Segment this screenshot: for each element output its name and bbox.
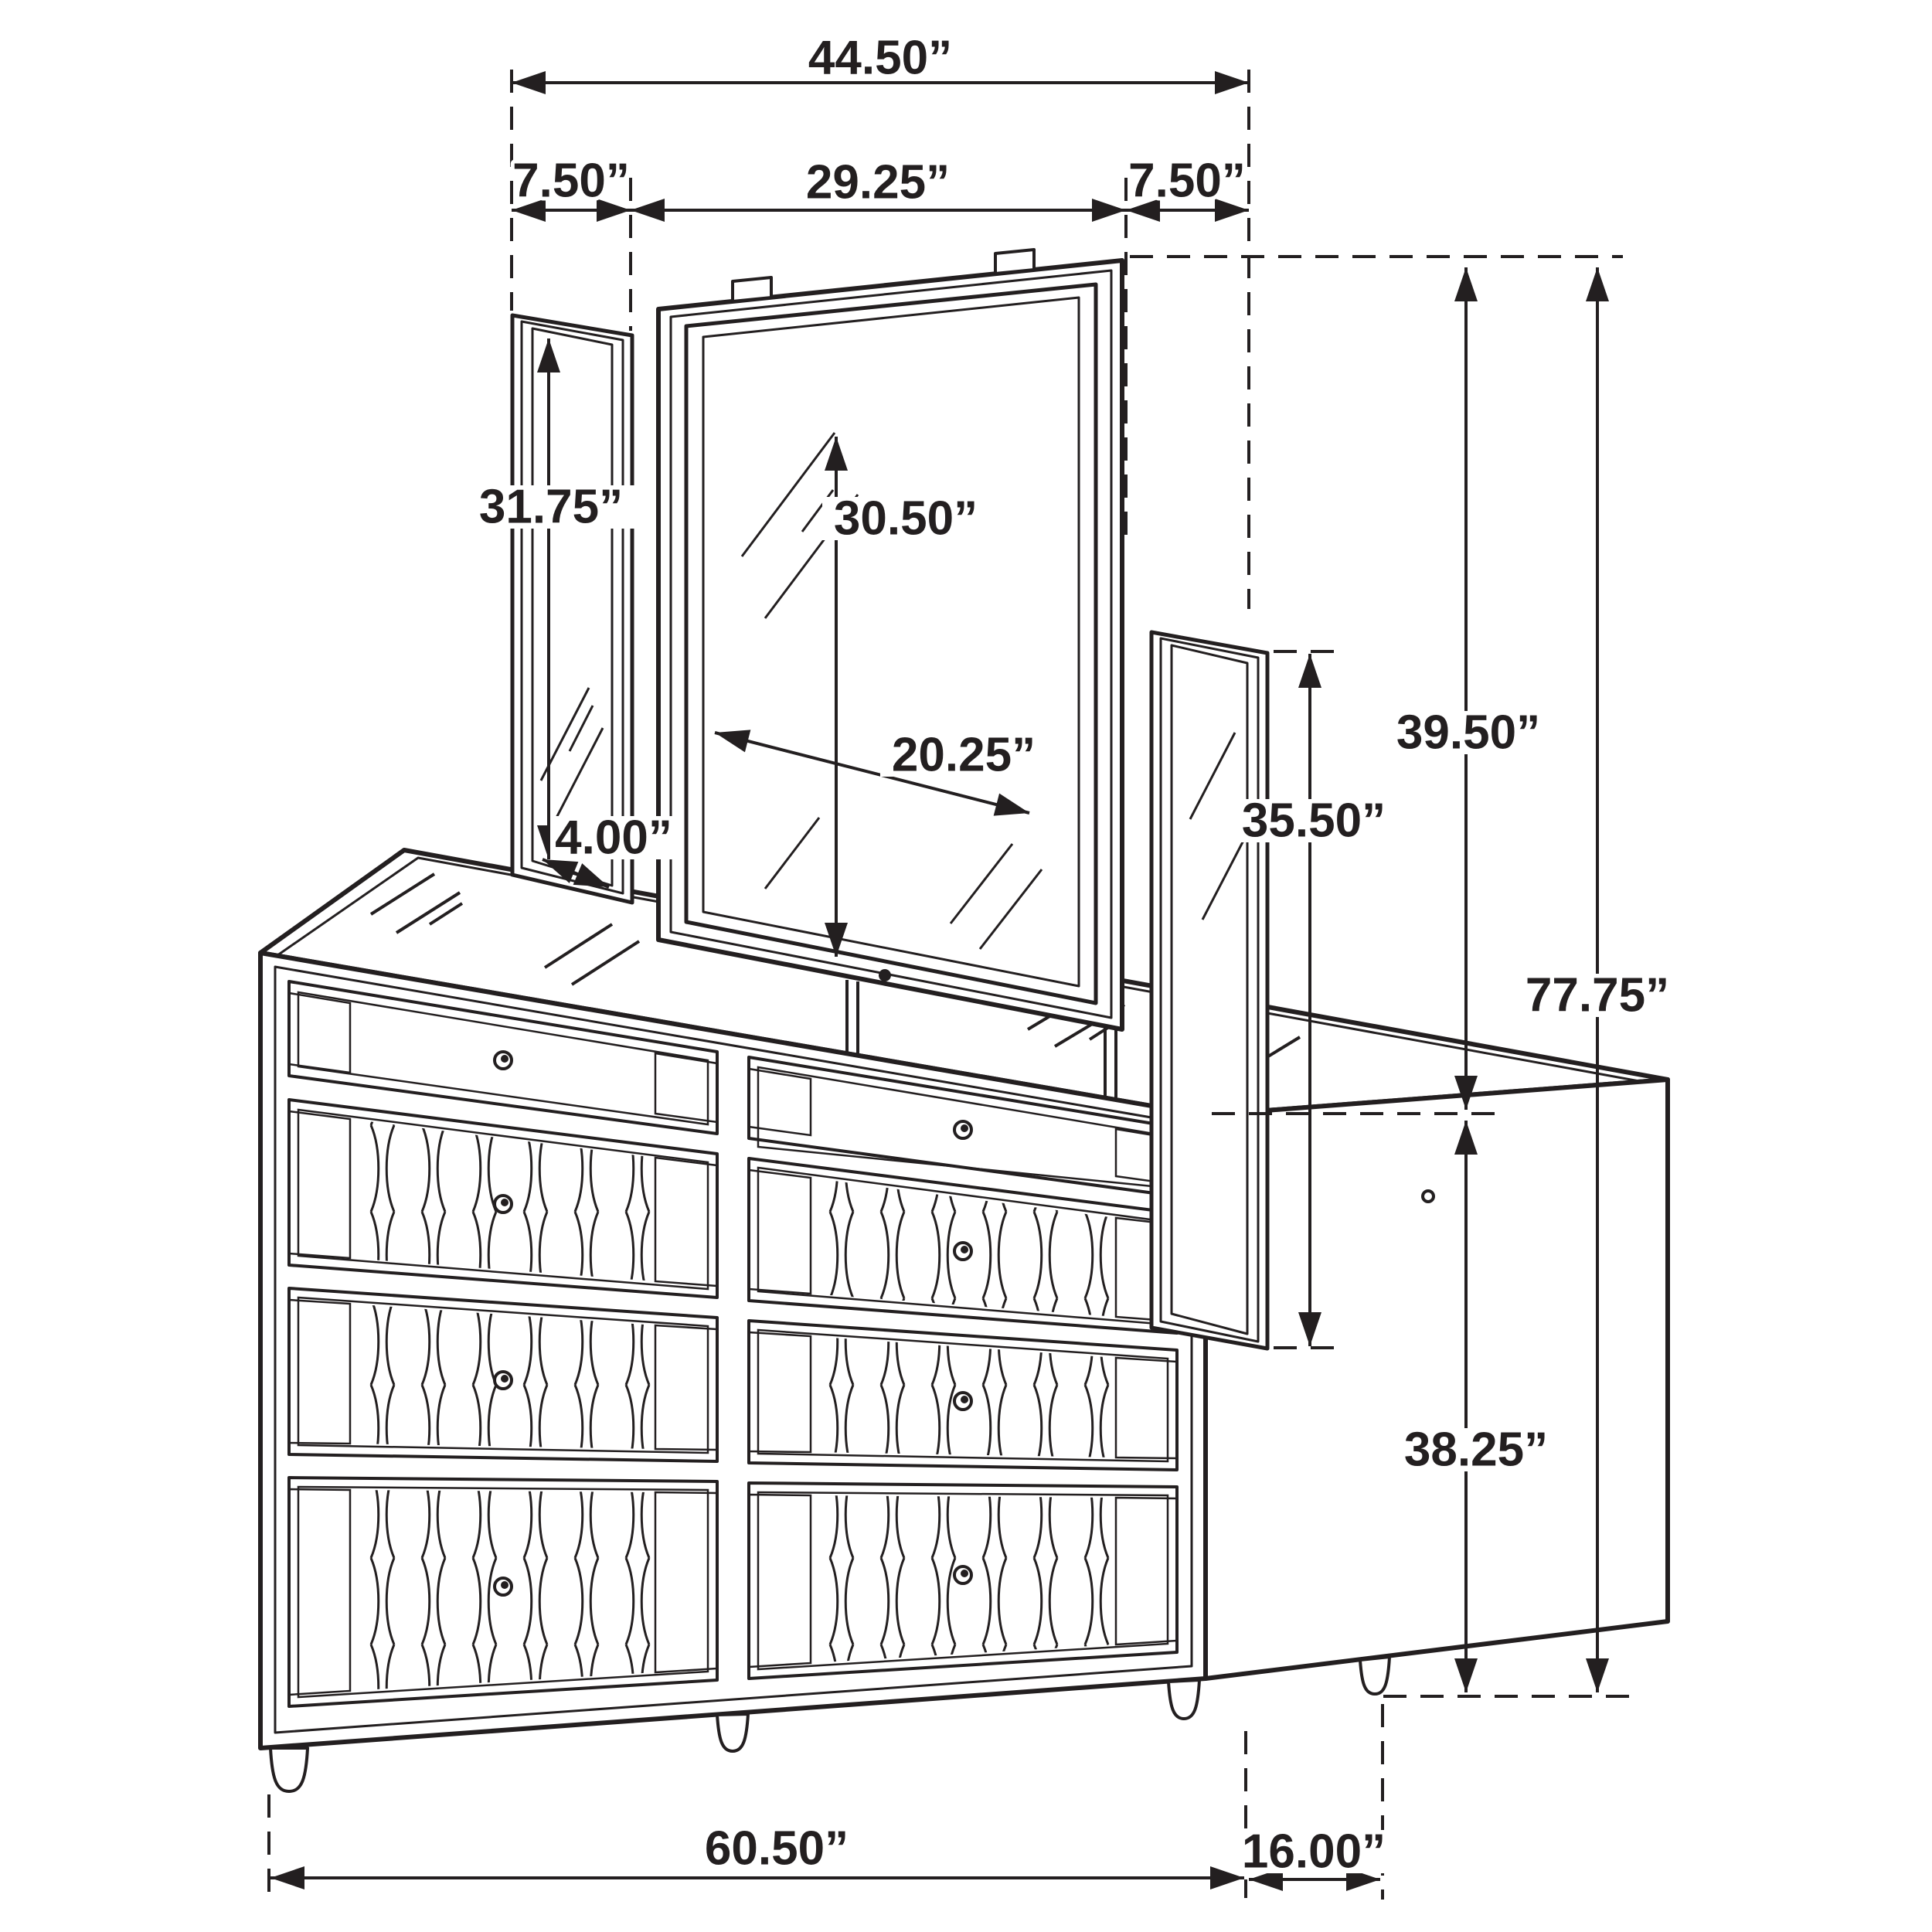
dim-right-panel-width: 7.50”	[1124, 151, 1250, 222]
mirror-assembly	[510, 248, 1270, 1351]
dim-dresser-width: 60.50”	[270, 1818, 1244, 1889]
extension-lines	[267, 70, 1631, 1900]
dim-label: 30.50”	[834, 492, 978, 546]
drawer-left-2	[287, 1098, 719, 1299]
drawer-knob	[493, 1577, 513, 1597]
dim-label: 77.75”	[1526, 969, 1669, 1022]
drawer-knob	[493, 1370, 513, 1390]
drawer-left-4	[287, 1476, 719, 1708]
mirror-shine-marks	[740, 432, 1043, 950]
mirror-top-tab	[994, 248, 1036, 275]
dim-label: 16.00”	[1242, 1825, 1386, 1879]
drawer-right-2	[747, 1157, 1179, 1335]
mirror-bottom-screw	[879, 969, 891, 981]
drawer-left-3	[287, 1287, 719, 1463]
dim-label: 44.50”	[808, 32, 952, 85]
dim-label: 38.25”	[1404, 1423, 1548, 1477]
dim-right-panel-height: 35.50”	[1230, 654, 1397, 1346]
foot-front-right	[1167, 1679, 1201, 1720]
dim-label: 35.50”	[1242, 794, 1386, 848]
dim-label: 4.00”	[555, 811, 672, 865]
foot-back-right	[1359, 1655, 1391, 1696]
right-side-mirror	[1149, 630, 1270, 1351]
dim-label: 7.50”	[1128, 155, 1246, 208]
dim-frame-bottom-rail: 4.00”	[542, 808, 677, 889]
dim-mirror-overall-width: 44.50”	[512, 28, 1249, 94]
foot-center	[716, 1713, 750, 1753]
drawer-knob	[953, 1391, 973, 1411]
drawer-knob	[953, 1241, 973, 1261]
dim-dresser-depth: 16.00”	[1236, 1821, 1391, 1891]
drawer-knob	[493, 1194, 513, 1214]
dim-side-mirror-height: 31.75”	[468, 338, 634, 859]
dim-label: 60.50”	[705, 1822, 849, 1876]
mirror-support-struts	[845, 980, 1117, 1099]
drawer-right-4	[747, 1481, 1179, 1680]
drawer-right-3	[747, 1319, 1179, 1471]
drawer-knob	[953, 1565, 973, 1585]
drawer-left-1	[287, 980, 719, 1135]
dimension-annotations: 44.50” 7.50” 29.25” 7.50” 31.75” 30.50”	[267, 28, 1681, 1900]
drawer-knob	[953, 1120, 973, 1140]
dim-center-mirror-width: 29.25”	[631, 152, 1126, 222]
foot-front-left	[269, 1747, 309, 1793]
dim-label: 39.50”	[1396, 706, 1540, 760]
dim-dresser-height: 38.25”	[1393, 1121, 1560, 1692]
drawer-knob	[493, 1050, 513, 1070]
dim-center-glass-height: 30.50”	[822, 437, 989, 957]
dim-mirror-assembly-height: 39.50”	[1385, 267, 1552, 1110]
dim-label: 7.50”	[512, 155, 630, 208]
dim-label: 31.75”	[479, 481, 623, 534]
dim-label: 29.25”	[806, 156, 950, 209]
center-mirror	[656, 248, 1124, 1099]
mirror-shine-marks	[1189, 732, 1247, 920]
dim-overall-height: 77.75”	[1514, 267, 1681, 1692]
dresser-feet	[269, 1655, 1391, 1793]
dim-label: 20.25”	[892, 729, 1036, 782]
side-pin-hole	[1421, 1189, 1435, 1203]
dim-center-glass-width: 20.25”	[714, 725, 1047, 816]
dim-left-panel-width: 7.50”	[509, 151, 634, 222]
mirror-top-tab	[731, 276, 773, 303]
